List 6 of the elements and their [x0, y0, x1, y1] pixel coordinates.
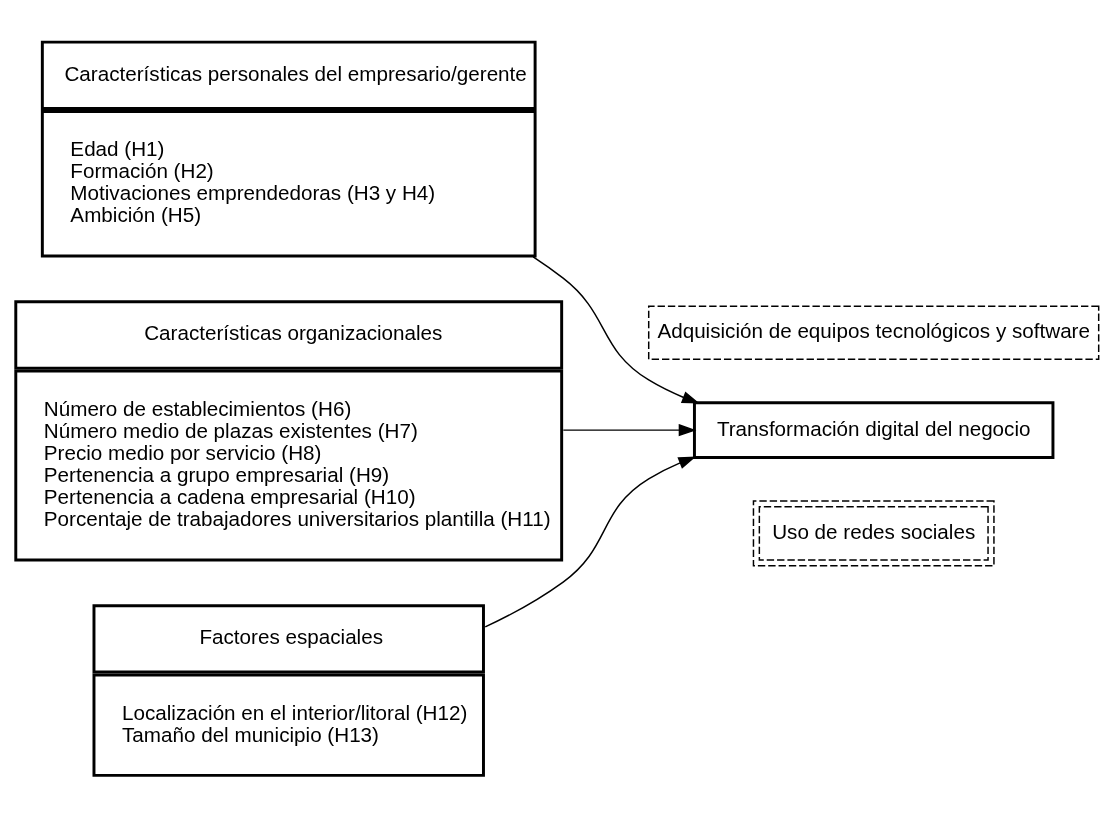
node-box: Transformación digital del negocio — [692, 401, 1055, 459]
node-box: Uso de redes sociales — [752, 500, 995, 567]
arrow — [532, 256, 700, 404]
arrow — [484, 456, 697, 628]
node-box: Adquisición de equipos tecnológicos y software — [647, 305, 1100, 361]
arrow — [562, 423, 697, 437]
